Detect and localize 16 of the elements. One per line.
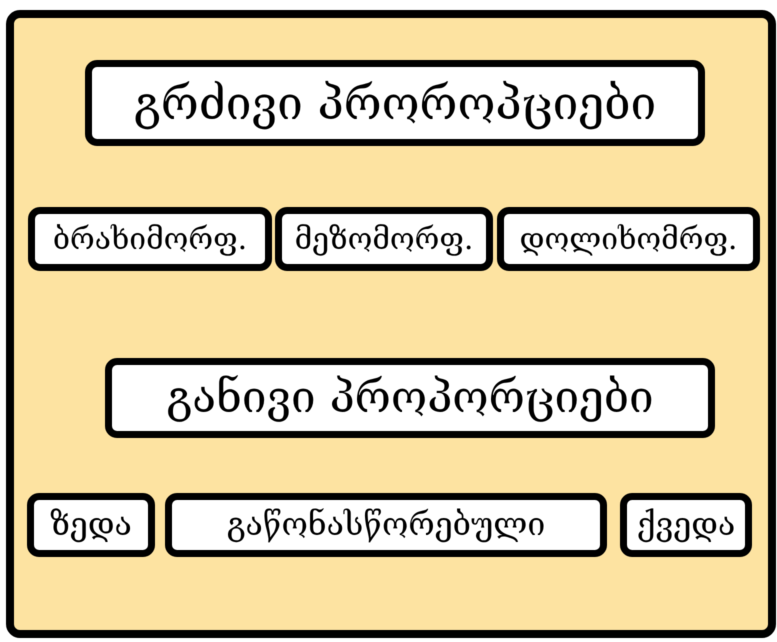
label-box	[85, 60, 705, 146]
label-box	[28, 207, 272, 271]
label-box	[105, 358, 715, 438]
label-box	[275, 207, 493, 271]
box-label: დოლიხომრფ.	[520, 222, 738, 256]
box-label: მეზომორფ.	[294, 222, 474, 256]
label-box	[27, 493, 155, 557]
box-label: გრძივი პროროპციები	[134, 78, 656, 128]
label-box	[620, 493, 752, 557]
box-label: ქვედა	[636, 507, 736, 543]
box-label: ბრახიმორფ.	[52, 222, 248, 256]
label-box	[165, 493, 607, 557]
box-label: განივი პროპორციები	[166, 374, 654, 422]
box-label: ზედა	[50, 507, 132, 543]
label-box	[497, 207, 760, 271]
box-label: გაწონასწორებული	[226, 507, 546, 543]
